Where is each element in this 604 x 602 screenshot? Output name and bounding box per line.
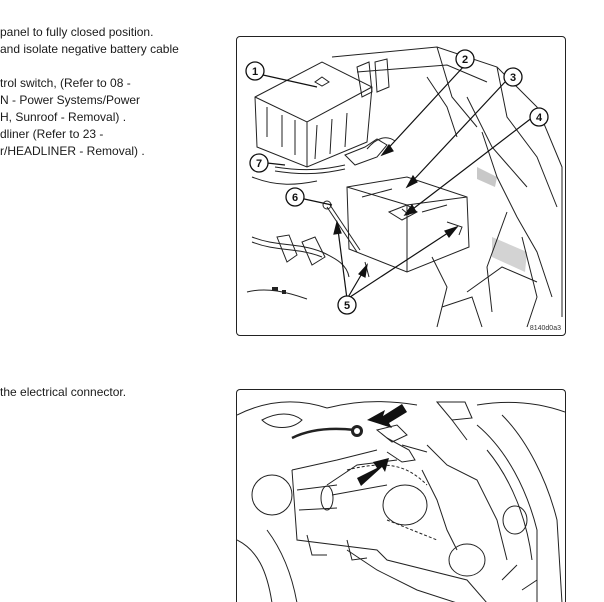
instruction-line-connector: the electrical connector. [0,385,127,399]
battery-area-illustration: 1 2 3 4 5 6 7 [245,46,563,328]
callout-label: 1 [252,66,258,78]
figure-code: 8140d0a3 [529,325,561,332]
instruction-line: N - Power Systems/Power [0,93,141,107]
instruction-line: H, Sunroof - Removal) . [0,110,127,124]
instruction-line: trol switch, (Refer to 08 - [0,76,131,90]
figure-battery-area: 1 2 3 4 5 6 7 8140d0a3 [236,36,566,336]
callout-label: 5 [344,300,350,312]
callout-label: 4 [536,112,543,124]
instruction-line: r/HEADLINER - Removal) . [0,144,145,158]
instruction-line: and isolate negative battery cable [0,42,179,56]
instruction-line: panel to fully closed position. [0,25,154,39]
figure-headliner-connector [236,389,566,602]
instruction-line: dliner (Refer to 23 - [0,127,104,141]
callout-label: 7 [256,158,262,170]
callout-label: 6 [292,192,298,204]
callout-label: 3 [510,72,516,84]
callout-label: 2 [462,54,468,66]
headliner-connector-illustration [237,401,565,602]
